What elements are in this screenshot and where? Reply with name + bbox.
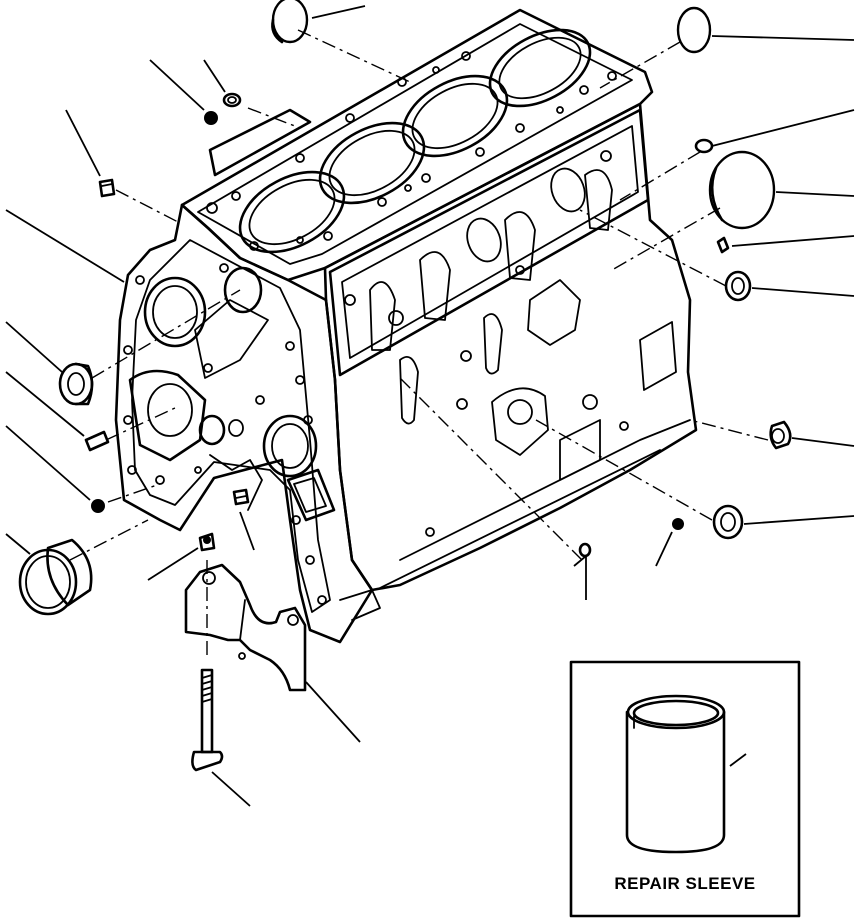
plug-bottom-right [672,518,684,530]
repair-sleeve-inset: REPAIR SLEEVE [569,660,801,918]
plug-top [204,111,218,125]
expansion-plug-top [271,0,309,44]
centerlines [69,29,769,660]
seal-rear [712,504,744,540]
camshaft-bushing [18,538,93,616]
cylinder-block [114,8,698,644]
repair-sleeve-label: REPAIR SLEEVE [614,874,755,893]
oil-pressure-fitting [232,488,250,506]
fitting-left-top [98,178,116,198]
seal-right [724,270,752,302]
plug-left [91,499,105,513]
plug-right-lower [769,420,792,450]
expansion-plug-right [676,6,712,54]
dowel-cap [198,532,216,552]
front-seal [58,362,94,406]
repair-sleeve-drawing [625,694,726,854]
expansion-plug-large [708,150,776,230]
main-bearing-bolt [191,668,224,772]
main-bearing-cap [184,563,307,692]
small-plug-right [694,138,714,154]
pin-right [716,236,730,254]
plug-rear [222,92,242,108]
dowel-pin [84,430,110,452]
fitting-bottom [578,542,592,558]
leader-lines [5,5,855,807]
